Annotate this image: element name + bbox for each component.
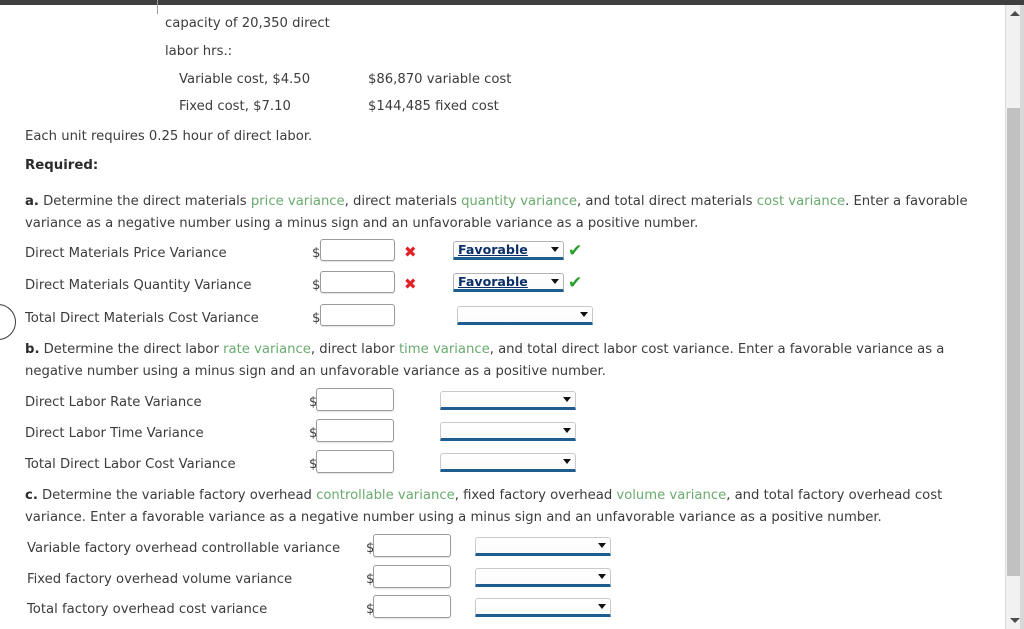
select-dm-quantity-value: Favorable	[458, 274, 528, 289]
prompt-text: Determine the variable factory overhead	[42, 488, 317, 503]
status-icon-correct-dm-price: ✔	[568, 241, 583, 261]
currency-dl-time: $	[309, 426, 318, 441]
row-label-vfo-controllable: Variable factory overhead controllable v…	[27, 541, 341, 556]
chevron-down-icon	[547, 247, 563, 252]
section-a-prompt: a. Determine the direct materials price …	[25, 191, 997, 235]
direct-labor-note: Each unit requires 0.25 hour of direct l…	[25, 129, 313, 144]
prompt-text: . Enter a favorable variance as a negati…	[25, 194, 968, 231]
prompt-text: , direct materials	[344, 194, 462, 209]
currency-dl-total: $	[309, 457, 318, 472]
input-dl-rate-variance[interactable]	[316, 388, 394, 411]
cost-row-0-right: $86,870 variable cost	[368, 72, 512, 87]
row-label-dl-total: Total Direct Labor Cost Variance	[25, 457, 236, 472]
currency-dm-quantity: $	[312, 278, 321, 293]
select-dm-price-value: Favorable	[458, 242, 528, 257]
prompt-text: , direct labor	[310, 342, 399, 357]
prompt-text: , and total direct labor cost variance. …	[25, 342, 945, 379]
glossary-link[interactable]: volume variance	[616, 488, 727, 503]
prompt-text: , and total direct materials	[577, 194, 757, 209]
chevron-down-icon	[594, 543, 610, 548]
glossary-link[interactable]: cost variance	[756, 194, 846, 209]
currency-dl-rate: $	[309, 395, 318, 410]
vertical-scrollbar[interactable]	[1005, 5, 1024, 629]
select-tfo-total-variance[interactable]	[475, 598, 611, 617]
glossary-link[interactable]: controllable variance	[316, 488, 455, 503]
select-dm-total-variance[interactable]	[457, 306, 593, 325]
section-a-prompt-text: Determine the direct materials price var…	[25, 194, 968, 231]
scrollbar-up-arrow[interactable]	[1006, 5, 1024, 22]
select-dm-price-favorable[interactable]: Favorable	[453, 241, 564, 260]
section-a-letter: a.	[25, 194, 39, 209]
problem-line-0: capacity of 20,350 direct	[165, 16, 330, 31]
row-label-dl-time: Direct Labor Time Variance	[25, 426, 204, 441]
top-bar-divider	[157, 0, 158, 14]
row-label-dm-total: Total Direct Materials Cost Variance	[25, 311, 259, 326]
currency-vfo-controllable: $	[366, 541, 375, 556]
select-dm-quantity-favorable[interactable]: Favorable	[453, 273, 564, 292]
glossary-link[interactable]: rate variance	[223, 342, 311, 357]
input-dm-price-variance[interactable]	[320, 239, 395, 261]
status-icon-correct-dm-quantity: ✔	[568, 273, 583, 293]
required-heading: Required:	[25, 158, 99, 173]
row-label-ffo-volume: Fixed factory overhead volume variance	[27, 572, 293, 587]
select-dl-total-variance[interactable]	[440, 453, 576, 472]
currency-ffo-volume: $	[366, 572, 375, 587]
prompt-text: , and total factory overhead cost varian…	[25, 488, 943, 525]
section-b-prompt-text: Determine the direct labor rate variance…	[25, 342, 944, 379]
prompt-text: Determine the direct labor	[43, 342, 224, 357]
glossary-link[interactable]: time variance	[398, 342, 490, 357]
row-label-dm-price: Direct Materials Price Variance	[25, 246, 227, 261]
select-dl-time-variance[interactable]	[440, 422, 576, 441]
input-dm-quantity-variance[interactable]	[320, 271, 395, 293]
prompt-text: , fixed factory overhead	[454, 488, 617, 503]
scrollbar-down-arrow[interactable]	[1006, 612, 1024, 629]
currency-tfo-total: $	[366, 602, 375, 617]
cursor-highlight-circle	[0, 304, 16, 340]
section-b-prompt: b. Determine the direct labor rate varia…	[25, 339, 985, 383]
currency-dm-price: $	[312, 246, 321, 261]
currency-dm-total: $	[312, 311, 321, 326]
section-c-letter: c.	[25, 488, 38, 503]
input-dl-total-variance[interactable]	[316, 450, 394, 473]
cost-row-1-left: Fixed cost, $7.10	[179, 99, 291, 114]
glossary-link[interactable]: quantity variance	[461, 194, 578, 209]
chevron-down-icon	[576, 312, 592, 317]
chevron-down-icon	[559, 428, 575, 433]
chevron-down-icon	[547, 279, 563, 284]
select-vfo-controllable-variance[interactable]	[475, 537, 611, 556]
question-page: capacity of 20,350 direct labor hrs.: Va…	[0, 5, 1005, 629]
section-c-prompt: c. Determine the variable factory overhe…	[25, 485, 997, 529]
section-b-letter: b.	[25, 342, 40, 357]
input-dm-total-variance[interactable]	[320, 304, 395, 326]
input-vfo-controllable-variance[interactable]	[373, 534, 451, 557]
select-dl-rate-variance[interactable]	[440, 391, 576, 410]
problem-line-1: labor hrs.:	[165, 44, 233, 59]
row-label-dl-rate: Direct Labor Rate Variance	[25, 395, 202, 410]
section-c-prompt-text: Determine the variable factory overhead …	[25, 488, 942, 525]
prompt-text: Determine the direct materials	[43, 194, 251, 209]
input-tfo-total-variance[interactable]	[373, 595, 451, 618]
row-label-tfo-total: Total factory overhead cost variance	[27, 602, 268, 617]
input-ffo-volume-variance[interactable]	[373, 565, 451, 588]
status-icon-incorrect-dm-price: ✖	[404, 243, 417, 261]
cost-row-0-left: Variable cost, $4.50	[179, 72, 311, 87]
status-icon-incorrect-dm-quantity: ✖	[404, 275, 417, 293]
scrollbar-thumb[interactable]	[1007, 108, 1024, 576]
input-dl-time-variance[interactable]	[316, 419, 394, 442]
cost-row-1-right: $144,485 fixed cost	[368, 99, 499, 114]
window-top-bar	[0, 0, 1024, 5]
triangle-down-icon	[1010, 618, 1020, 623]
chevron-down-icon	[594, 604, 610, 609]
triangle-up-icon	[1010, 11, 1020, 16]
chevron-down-icon	[559, 459, 575, 464]
window-right-edge	[1020, 0, 1024, 629]
chevron-down-icon	[594, 574, 610, 579]
select-ffo-volume-variance[interactable]	[475, 568, 611, 587]
glossary-link[interactable]: price variance	[250, 194, 345, 209]
chevron-down-icon	[559, 397, 575, 402]
row-label-dm-quantity: Direct Materials Quantity Variance	[25, 278, 252, 293]
